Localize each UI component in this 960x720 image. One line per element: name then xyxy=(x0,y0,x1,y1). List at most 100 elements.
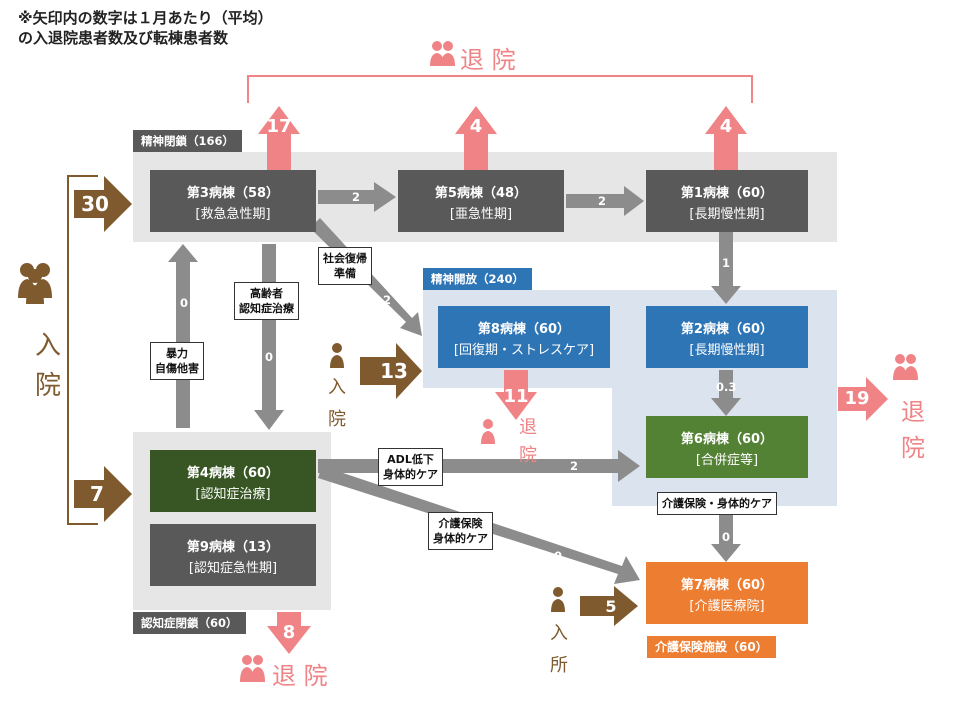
discharge-bottom-label: 退 院 xyxy=(272,662,328,690)
ward-9[interactable]: 第9病棟（13） [認知症急性期] xyxy=(150,524,316,586)
transfer-w4-w3: 0 xyxy=(180,296,189,310)
transfer-w1-w2: 1 xyxy=(722,256,731,270)
zone-dementia-closed-label: 認知症閉鎖（60） xyxy=(133,612,246,634)
label-w3-w8: 社会復帰 準備 xyxy=(318,247,372,285)
ward-1-name: 第1病棟（60） xyxy=(680,186,774,201)
arrow-discharge-w1 xyxy=(705,106,747,170)
note-line-1: ※矢印内の数字は１月あたり（平均） xyxy=(18,9,273,27)
label-w4-w3-line-2: 自傷他害 xyxy=(155,362,199,375)
arrow-w2-w6 xyxy=(711,370,741,416)
label-w3-w8-line-2: 準備 xyxy=(334,267,356,280)
person-icon xyxy=(551,587,565,612)
discharge-w1-count: 4 xyxy=(719,116,733,137)
discharge-bottom-count: 8 xyxy=(282,622,296,643)
arrow-w4-w6 xyxy=(318,450,640,482)
admission-w7-count: 5 xyxy=(605,597,617,616)
label-w4-w7-line-2: 身体的ケア xyxy=(433,532,488,545)
arrow-w4-w3 xyxy=(168,244,198,428)
admission-w8-label: 入 院 xyxy=(324,372,350,436)
ward-3-type: [救急急性期] xyxy=(195,207,271,222)
ward-8[interactable]: 第8病棟（60） [回復期・ストレスケア] xyxy=(438,306,610,368)
people-icon xyxy=(430,41,455,66)
discharge-w8-label-line-1: 退 xyxy=(519,417,537,438)
discharge-w8-label-line-2: 院 xyxy=(519,445,537,466)
ward-2-type: [長期慢性期] xyxy=(689,343,765,358)
ward-9-type: [認知症急性期] xyxy=(188,561,278,576)
transfer-w2-w6: 0.3 xyxy=(716,380,737,394)
admission-w7-label: 入 所 xyxy=(546,618,572,682)
admission-w8-count: 13 xyxy=(380,359,408,383)
note-line-2: の入退院患者数及び転棟患者数 xyxy=(18,29,229,47)
transfer-w3-w4: 0 xyxy=(265,350,274,364)
people-icon xyxy=(893,354,918,380)
zone-psych-closed-label: 精神閉鎖（166） xyxy=(133,130,243,152)
arrow-discharge-w5 xyxy=(455,106,497,170)
people-icon xyxy=(240,655,265,682)
transfer-w4-w7: 0 xyxy=(554,549,563,563)
arrow-discharge-right xyxy=(838,377,888,421)
label-w3-w4-line-2: 認知症治療 xyxy=(239,302,294,315)
transfer-w5-w1: 2 xyxy=(598,194,607,208)
admission-w8-label-line-1: 入 xyxy=(328,377,346,398)
ward-1-type: [長期慢性期] xyxy=(689,207,765,222)
ward-4-name: 第4病棟（60） xyxy=(186,466,280,481)
ward-3[interactable]: 第3病棟（58） [救急急性期] xyxy=(150,170,316,232)
discharge-w3-count: 17 xyxy=(266,116,292,137)
discharge-top-label: 退 院 xyxy=(460,46,516,74)
ward-3-name: 第3病棟（58） xyxy=(186,186,280,201)
arrow-w1-w2 xyxy=(711,232,741,304)
discharge-right-count: 19 xyxy=(844,388,870,409)
person-icon xyxy=(330,343,344,368)
arrow-admission-w8 xyxy=(360,343,422,399)
arrow-discharge-w3 xyxy=(258,106,300,170)
ward-5-type: [亜急性期] xyxy=(449,207,513,222)
arrow-w3-w4 xyxy=(254,244,284,430)
ward-7[interactable]: 第7病棟（60） [介護医療院] xyxy=(646,562,808,624)
label-w4-w7: 介護保険 身体的ケア xyxy=(428,512,493,550)
discharge-bracket xyxy=(247,75,753,103)
ward-4[interactable]: 第4病棟（60） [認知症治療] xyxy=(150,450,316,512)
arrow-discharge-bottom xyxy=(267,612,311,654)
label-w3-w8-line-1: 社会復帰 xyxy=(323,252,367,265)
admission-label: 入 院 xyxy=(28,326,68,406)
ward-6[interactable]: 第6病棟（60） [合併症等] xyxy=(646,416,808,478)
admission-w8-label-line-2: 院 xyxy=(328,409,346,430)
zone-psych-open-label: 精神開放（240） xyxy=(423,268,533,290)
transfer-w3-w5: 2 xyxy=(352,190,361,204)
ward-5-name: 第5病棟（48） xyxy=(434,186,528,201)
discharge-w5-count: 4 xyxy=(469,116,483,137)
ward-7-type: [介護医療院] xyxy=(689,599,765,614)
admission-w7-label-line-2: 所 xyxy=(550,655,568,676)
arrow-discharge-w8 xyxy=(495,370,537,420)
label-w4-w3: 暴力 自傷他害 xyxy=(150,342,204,380)
discharge-w8-count: 11 xyxy=(503,386,529,407)
label-w3-w4: 高齢者 認知症治療 xyxy=(234,282,299,320)
label-w4-w6: ADL低下 身体的ケア xyxy=(378,448,443,486)
transfer-w3-w8: 2 xyxy=(383,293,392,307)
arrow-w6-w7 xyxy=(711,514,741,562)
ward-7-name: 第7病棟（60） xyxy=(680,578,774,593)
ward-4-type: [認知症治療] xyxy=(195,487,271,502)
discharge-right-label-line-2: 院 xyxy=(901,434,925,462)
admission-w3-count: 30 xyxy=(81,192,109,216)
ward-8-name: 第8病棟（60） xyxy=(477,322,571,337)
label-w4-w7-line-1: 介護保険 xyxy=(438,517,483,530)
ward-2-name: 第2病棟（60） xyxy=(680,322,774,337)
transfer-w4-w6: 2 xyxy=(570,459,579,473)
ward-6-name: 第6病棟（60） xyxy=(680,432,774,447)
label-w4-w6-line-2: 身体的ケア xyxy=(383,468,438,481)
ward-9-name: 第9病棟（13） xyxy=(186,540,280,555)
label-w4-w6-line-1: ADL低下 xyxy=(387,453,434,466)
admission-label-line-1: 入 xyxy=(34,331,61,361)
ward-5[interactable]: 第5病棟（48） [亜急性期] xyxy=(398,170,564,232)
arrow-admission-w3 xyxy=(74,176,132,232)
people-icon xyxy=(18,263,52,304)
label-w3-w4-line-1: 高齢者 xyxy=(250,287,283,300)
arrow-w3-w5 xyxy=(318,182,396,212)
ward-1[interactable]: 第1病棟（60） [長期慢性期] xyxy=(646,170,808,232)
arrow-w5-w1 xyxy=(566,186,644,216)
admission-w7-label-line-1: 入 xyxy=(550,623,568,644)
discharge-right-label: 退 院 xyxy=(896,394,930,466)
label-w6-w7: 介護保険・身体的ケア xyxy=(657,492,777,515)
ward-2[interactable]: 第2病棟（60） [長期慢性期] xyxy=(646,306,808,368)
